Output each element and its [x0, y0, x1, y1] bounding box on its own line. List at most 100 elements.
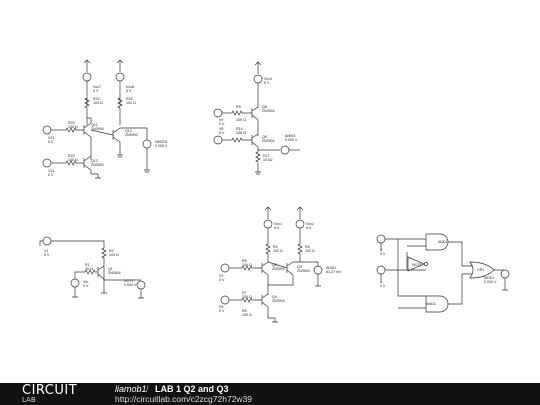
r4-resistor[interactable]	[265, 243, 271, 262]
vin-value: 0 V	[83, 284, 89, 288]
r2-value: 100 Ω	[109, 253, 119, 257]
v13-label: V13	[48, 136, 54, 140]
v1-label: V1	[44, 249, 48, 253]
mod1-meter[interactable]	[500, 269, 510, 291]
nmos1-meter[interactable]	[142, 139, 152, 173]
q2-label: Q2	[272, 263, 277, 267]
r14-resistor[interactable]	[231, 137, 252, 143]
amm3-meter[interactable]	[280, 145, 300, 155]
q12-type: 2N3904	[125, 133, 138, 137]
r22-resistor[interactable]	[84, 97, 90, 109]
vcc4-source[interactable]	[253, 61, 263, 84]
q11-type: 2N3904	[91, 127, 104, 131]
q4-transistor[interactable]	[261, 293, 269, 308]
vin-source[interactable]	[70, 271, 85, 298]
circuit1	[42, 59, 152, 179]
r22-value: 100 Ω	[93, 101, 103, 105]
a-source[interactable]	[376, 234, 426, 250]
circuitlab-logo[interactable]: CIRCUIT	[22, 383, 78, 398]
vcc8-source[interactable]	[115, 59, 125, 82]
q1-type: 2N3904	[108, 271, 121, 275]
q12-label: Q12	[125, 129, 132, 133]
r4-label: R4	[273, 245, 278, 249]
nmos1-value: 0.000 V	[155, 144, 168, 148]
r25-value: 100 Ω	[68, 125, 78, 129]
r7-label: R7	[242, 291, 247, 295]
and2-gate[interactable]	[425, 295, 449, 313]
vcc8-label: Vcc8	[126, 85, 134, 89]
r6-resistor[interactable]	[297, 243, 303, 262]
r9-resistor[interactable]	[231, 110, 252, 116]
and1-gate[interactable]	[425, 233, 449, 251]
v5-label: V5	[219, 305, 223, 309]
circuit3	[39, 236, 146, 299]
author-link[interactable]: liamob1	[115, 384, 147, 394]
v3-source[interactable]	[220, 263, 242, 273]
mod1-label: MOD1	[484, 276, 494, 280]
q13-transistor[interactable]	[83, 155, 92, 171]
q1-transistor[interactable]	[97, 265, 105, 280]
circuit-title[interactable]: LAB 1 Q2 and Q3	[155, 384, 229, 394]
schematic-canvas[interactable]: Vcc7 5 V Vcc8 5 V R22 100 Ω R24 100 Ω R2…	[0, 0, 540, 383]
v1-source[interactable]	[39, 236, 105, 248]
q8-label: Q8	[262, 105, 267, 109]
r9-value: 10K Ω	[236, 118, 246, 122]
not1-label: NOT1	[412, 263, 422, 267]
q4-type: 2N3904	[272, 299, 285, 303]
q3-type: 2N3904	[297, 269, 310, 273]
r14-value: 10K Ω	[236, 131, 246, 135]
r8-value: 100 Ω	[242, 313, 252, 317]
r25-resistor[interactable]	[65, 127, 84, 133]
v5-source[interactable]	[220, 295, 242, 305]
or1-gate[interactable]	[469, 261, 495, 279]
q2-transistor[interactable]	[261, 261, 269, 276]
not1-gate[interactable]	[407, 256, 425, 272]
v9-source[interactable]	[213, 108, 232, 118]
v13-source[interactable]	[42, 125, 66, 135]
v3-label: V3	[219, 274, 223, 278]
adm1-label: ADM1	[326, 266, 336, 270]
not1-meter-label: NOT1	[124, 279, 134, 283]
vcc2-source[interactable]	[295, 206, 305, 229]
q9-transistor[interactable]	[251, 133, 259, 148]
r8-label: R8	[242, 309, 247, 313]
b-source[interactable]	[376, 265, 426, 280]
v12-source[interactable]	[42, 158, 66, 168]
r2-resistor[interactable]	[101, 247, 107, 262]
vcc1-source[interactable]	[263, 206, 273, 229]
q11-transistor[interactable]	[83, 122, 92, 138]
vcc7-value: 5 V	[93, 89, 99, 93]
r7-resistor[interactable]	[241, 297, 262, 303]
r5-resistor[interactable]	[241, 265, 262, 271]
footer-bar: CIRCUIT LAB liamob1 / LAB 1 Q2 and Q3 ht…	[0, 383, 540, 405]
vcc7-source[interactable]	[82, 59, 92, 82]
r23-value: 100 Ω	[68, 158, 78, 162]
q9-type: 2N3904	[262, 139, 275, 143]
adm1-value: 61.27 mV	[326, 270, 342, 274]
v8-label: V8	[219, 127, 223, 131]
b-label: B	[380, 280, 383, 284]
r23-resistor[interactable]	[65, 160, 84, 166]
q8-transistor[interactable]	[251, 106, 259, 121]
r1-value: 1K Ω	[85, 267, 93, 271]
r17-value: 10 kΩ	[263, 158, 273, 162]
v3-value: 0 V	[219, 278, 225, 282]
adm1-meter[interactable]	[313, 265, 323, 287]
q3-transistor[interactable]	[286, 261, 294, 276]
r17-resistor[interactable]	[255, 151, 261, 163]
not1-meter[interactable]	[136, 280, 146, 299]
r1-resistor[interactable]	[84, 269, 98, 275]
amm3-value: 0.000 V	[285, 138, 298, 142]
q12-transistor[interactable]	[112, 127, 121, 143]
not1-meter-value: 0.000 V	[124, 283, 137, 287]
v9-label: V9	[219, 118, 223, 122]
r24-resistor[interactable]	[117, 97, 123, 109]
r7-value: 100 Ω	[242, 295, 252, 299]
r24-value: 100 Ω	[126, 101, 136, 105]
v8-source[interactable]	[213, 135, 232, 145]
vcc4-value: 5 V	[264, 81, 270, 85]
vin-label: Vin	[83, 280, 88, 284]
r6-value: 100 Ω	[305, 249, 315, 253]
circuit-url-link[interactable]: http://circuitlab.com/c2zcg72h72w39	[115, 394, 253, 404]
q1-label: Q1	[108, 267, 113, 271]
